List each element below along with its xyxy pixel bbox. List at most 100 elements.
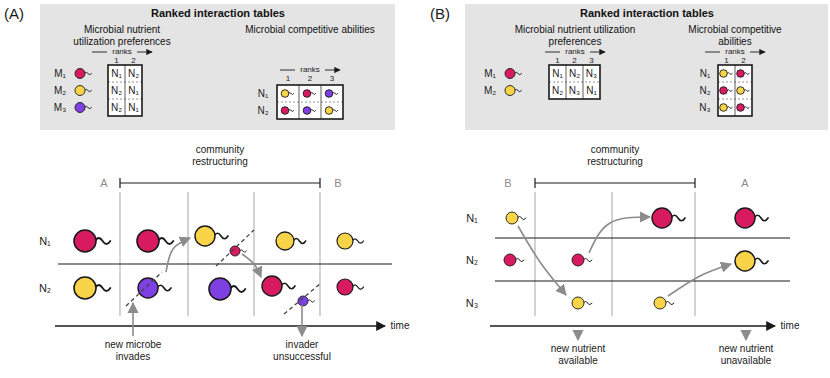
bracket-tick	[694, 178, 695, 188]
timeline-label: new microbe invades	[93, 339, 173, 362]
microbe-icon	[720, 70, 733, 78]
microbe-icon	[75, 69, 92, 79]
table-label: N₁	[128, 85, 139, 97]
rank-label: 2	[308, 74, 312, 83]
microbe-icon	[325, 90, 338, 98]
table-border	[718, 65, 752, 116]
table-column-line	[125, 65, 126, 116]
microbe-icon	[737, 87, 750, 95]
table-column-line	[321, 85, 322, 119]
microbe-icon	[262, 276, 295, 296]
rank-line	[545, 52, 560, 53]
timeline-label: A	[100, 177, 107, 190]
table-label: N₁	[111, 68, 122, 80]
microbe-icon	[75, 103, 92, 113]
table-heading: Microbial nutrient utilization preferenc…	[510, 24, 640, 47]
rank-label: 3	[330, 74, 334, 83]
timeline-label: time	[391, 320, 410, 332]
event-arrow	[577, 330, 579, 340]
microbe-icon	[138, 278, 171, 298]
bracket-tick	[319, 178, 320, 188]
microbe-icon	[325, 107, 338, 115]
table-label: N₂	[111, 85, 122, 97]
table-column-line	[735, 65, 736, 116]
microbe-icon	[737, 104, 750, 112]
microbe-icon	[303, 107, 316, 115]
table-label: N₂	[111, 102, 122, 114]
table-heading: Microbial competitive abilities	[675, 24, 795, 47]
transition-arrow	[242, 254, 261, 277]
table-box: Microbial nutrient utilization preferenc…	[48, 24, 198, 124]
rank-line	[705, 52, 720, 53]
microbe-icon	[75, 86, 92, 96]
restructuring-bracket	[120, 182, 320, 183]
transition-arrow	[518, 226, 566, 295]
table-border	[277, 85, 343, 119]
table-column-line	[566, 65, 567, 99]
time-separator	[253, 192, 254, 316]
rank-label: 2	[741, 56, 745, 65]
table-column-line	[299, 85, 300, 119]
table-label: M₁	[54, 68, 66, 80]
microbe-icon	[720, 87, 733, 95]
rank-label: 1	[555, 56, 559, 65]
table-border	[108, 65, 142, 116]
panel-box: Ranked interaction tablesMicrobial nutri…	[465, 4, 828, 130]
microbe-icon	[195, 226, 228, 246]
microbe-icon	[337, 233, 363, 249]
microbe-icon	[572, 297, 592, 309]
displacement-slash	[216, 230, 254, 266]
timeline-illustration	[55, 178, 790, 340]
microbe-icon	[303, 90, 316, 98]
table-heading: Microbial nutrient utilization preferenc…	[62, 24, 182, 47]
rank-line	[92, 52, 107, 53]
rank-arrow	[590, 52, 605, 53]
table-column-line	[583, 65, 584, 99]
table-box: Microbial competitive abilitiesranks12N₁…	[660, 24, 800, 124]
timeline-label: N₂	[466, 254, 478, 267]
table-label: M₂	[54, 85, 66, 97]
timeline-label: community restructuring	[175, 144, 265, 167]
timeline-label: N₁	[39, 235, 51, 248]
table-label: N₁	[552, 68, 563, 80]
event-arrow	[132, 303, 134, 336]
microbe-icon	[209, 278, 245, 300]
time-separator	[694, 192, 695, 316]
rank-label: ranks	[112, 47, 132, 56]
bracket-tick	[119, 178, 120, 188]
rank-arrow	[325, 70, 340, 71]
rank-label: ranks	[725, 47, 745, 56]
timeline-label: N₂	[39, 282, 51, 295]
nutrient-divider	[58, 263, 392, 264]
microbe-icon	[505, 69, 522, 79]
rank-line	[280, 70, 295, 71]
timeline-label: B	[504, 177, 511, 190]
bracket-tick	[534, 178, 535, 188]
transition-arrow	[589, 217, 650, 253]
transition-arrow	[166, 238, 190, 272]
table-box: Microbial competitive abilitiesranks123N…	[225, 24, 385, 126]
table-row-line	[277, 102, 343, 103]
rank-label: 1	[286, 74, 290, 83]
microbe-icon	[735, 251, 768, 271]
table-heading: Microbial competitive abilities	[245, 24, 375, 36]
table-row-line	[549, 82, 600, 83]
time-separator	[187, 192, 188, 316]
panel-letter: (A)	[4, 5, 24, 22]
panel-letter: (B)	[430, 5, 450, 22]
table-label: N₂	[552, 85, 563, 97]
timeline-label: B	[334, 177, 341, 190]
microbe-icon	[505, 86, 522, 96]
microbe-icon	[652, 208, 685, 228]
timeline-label: invader unsuccessful	[262, 339, 342, 362]
transition-arrow	[668, 264, 731, 296]
rank-arrow	[750, 52, 765, 53]
table-label: N₂	[699, 85, 710, 97]
microbe-icon	[74, 277, 110, 299]
rank-label: 1	[724, 56, 728, 65]
microbe-icon	[720, 104, 733, 112]
rank-label: ranks	[300, 65, 320, 74]
microbe-icon	[735, 208, 768, 228]
table-border	[549, 65, 600, 99]
